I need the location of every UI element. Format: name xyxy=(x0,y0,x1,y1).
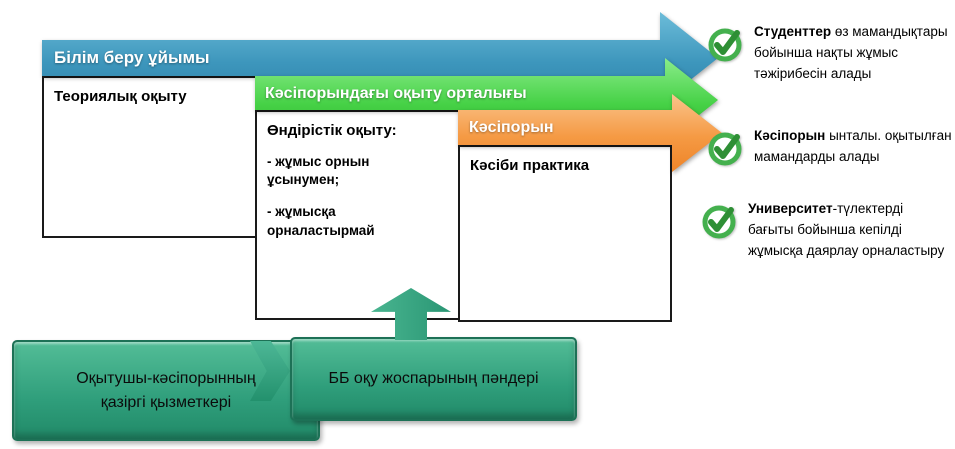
theory-box-title: Теориялық оқыту xyxy=(54,88,187,105)
benefit-students: Студенттер өз мамандықтары бойынша нақты… xyxy=(706,22,955,85)
industrial-box-title: Өндірістік оқыту: xyxy=(267,122,397,139)
practice-box-title: Кәсіби практика xyxy=(470,157,590,174)
benefit-keyword: Университет xyxy=(748,201,833,216)
enterprise-banner: Кәсіпорын xyxy=(458,94,722,172)
benefit-keyword: Студенттер xyxy=(754,24,832,39)
benefit-rest: -түлектерді бағыты бойынша кепілді жұмыс… xyxy=(748,201,945,258)
practice-box: Кәсіби практика xyxy=(458,145,672,322)
industrial-box-item: - жұмыс орнын ұсынумен; xyxy=(267,154,370,188)
education-org-banner-label: Білім беру ұйымы xyxy=(54,48,210,67)
theory-box: Теориялық оқыту xyxy=(42,76,261,238)
curriculum-box: ББ оқу жоспарының пәндері xyxy=(290,337,577,421)
benefit-text: Кәсіпорын ынталы. оқытылған мамандарды а… xyxy=(754,126,955,168)
industrial-box-item: - жұмысқа орналастырмай xyxy=(267,204,375,238)
benefit-keyword: Кәсіпорын xyxy=(754,128,826,143)
benefit-text: Университет-түлектерді бағыты бойынша ке… xyxy=(748,199,950,262)
benefit-enterprise: Кәсіпорын ынталы. оқытылған мамандарды а… xyxy=(706,126,955,168)
benefit-rest: өз мамандықтары бойынша нақты жұмыс тәжі… xyxy=(754,24,948,81)
check-icon xyxy=(702,205,736,239)
industrial-box: Өндірістік оқыту: - жұмыс орнын ұсынумен… xyxy=(255,110,464,320)
enterprise-banner-label: Кәсіпорын xyxy=(469,119,554,136)
benefit-rest: ынталы. оқытылған мамандарды алады xyxy=(754,128,952,164)
teacher-box-text: Оқытушы-кәсіпорынның қазіргі қызметкері xyxy=(76,370,256,411)
check-icon xyxy=(708,132,742,166)
check-icon xyxy=(708,28,742,62)
curriculum-box-text: ББ оқу жоспарының пәндері xyxy=(328,370,539,388)
benefit-university: Университет-түлектерді бағыты бойынша ке… xyxy=(700,199,950,262)
training-center-banner-label: Кәсіпорындағы оқыту орталығы xyxy=(265,85,527,102)
benefit-text: Студенттер өз мамандықтары бойынша нақты… xyxy=(754,22,955,85)
